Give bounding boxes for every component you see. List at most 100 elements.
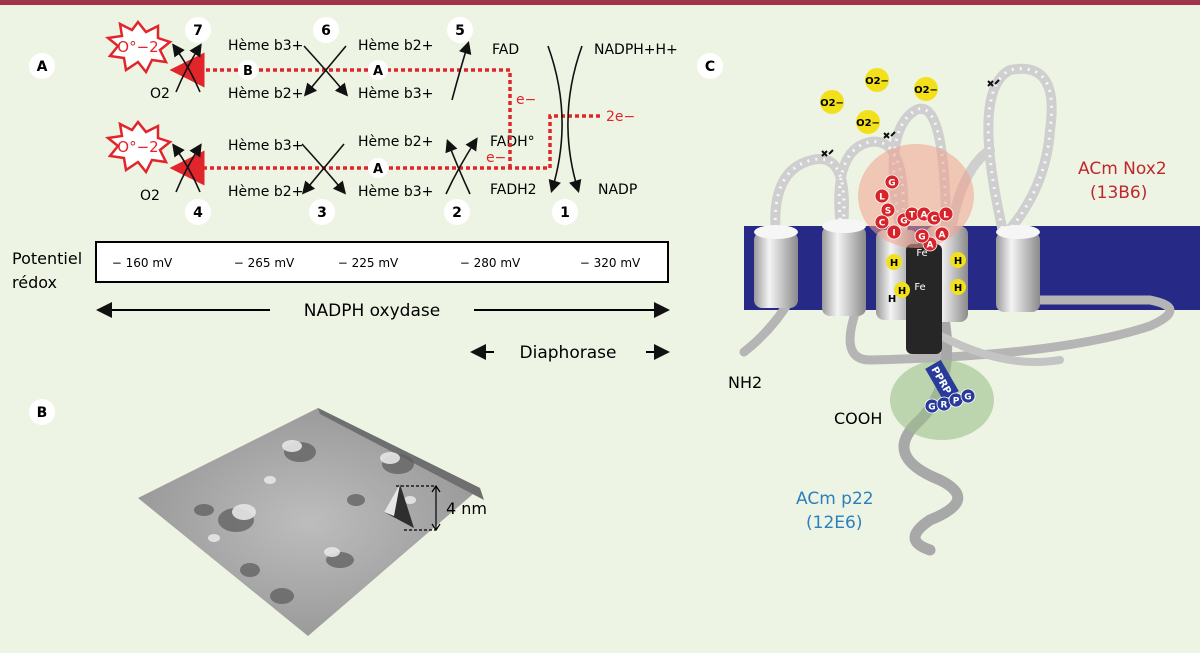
site-b-badge (238, 60, 258, 80)
nox2-epitope-residue: G (888, 179, 895, 189)
redox-value-4: − 280 mV (460, 256, 521, 270)
two-electrons: 2e− (606, 109, 635, 125)
p22-antibody-line1: ACm p22 (796, 489, 874, 509)
nox2-epitope-residue: G (900, 217, 907, 227)
panel-c-badge (697, 53, 723, 79)
redox-label-line1: Potentiel (12, 249, 82, 268)
superoxide-bubble-1: O2− (820, 98, 844, 109)
step-6-badge (313, 17, 339, 43)
heme-b2-top-left: Hème b2+ (228, 86, 303, 102)
p22-epitope-residue: R (941, 401, 948, 411)
superoxide-burst-top (104, 19, 173, 75)
nox2-epitope-residue: A (927, 241, 934, 251)
nadp-label: NADP (598, 182, 637, 198)
heme-b3-bottom-left: Hème b3+ (228, 138, 303, 154)
oxygen-top: O2 (150, 86, 170, 102)
histidine-5: H (888, 294, 896, 305)
panel-c: C (697, 53, 1200, 556)
accent-bar (0, 0, 1200, 5)
reaction-arrows (172, 40, 583, 195)
heme-b3-top-left: Hème b3+ (228, 38, 303, 54)
nox2-epitope-residue: A (939, 231, 946, 241)
panel-a-badge (29, 53, 55, 79)
panel-a: A O°−2 O°−2 7 6 5 4 3 2 1 O2 Hème b3+ (12, 17, 678, 363)
afm-image (138, 408, 484, 636)
c-terminus-label: COOH (834, 409, 882, 428)
diaphorase-label: Diaphorase (520, 343, 617, 363)
step-2-badge (444, 199, 470, 225)
nox2-epitope-bead (938, 206, 954, 222)
nox2-epitope-bead (934, 226, 950, 242)
histidine-residues (886, 252, 966, 298)
site-a-top: A (373, 64, 383, 79)
nox2-antibody-line1: ACm Nox2 (1078, 159, 1167, 179)
step-5-badge (447, 17, 473, 43)
p22-epitope-residue: G (964, 393, 971, 403)
superoxide-bubbles (820, 68, 938, 134)
oxygen-bottom: O2 (140, 188, 160, 204)
fad-label: FAD (492, 42, 519, 58)
electron-top: e− (516, 92, 536, 108)
step-2: 2 (452, 205, 462, 221)
site-a-top-badge (368, 60, 388, 80)
p22-antibody-line2: (12E6) (806, 513, 862, 533)
superoxide-burst-bottom (104, 119, 173, 175)
nox2-epitope-bead (880, 202, 896, 218)
nox2-epitope-residue: L (879, 193, 885, 203)
p22-epitope-residue: P (953, 397, 960, 407)
step-3-badge (309, 199, 335, 225)
glycan-icons (821, 79, 1000, 157)
step-6: 6 (321, 23, 331, 39)
site-b: B (243, 64, 253, 79)
nox2-epitope-residue: L (943, 211, 949, 221)
step-7-badge (185, 17, 211, 43)
redox-value-3: − 225 mV (338, 256, 399, 270)
step-3: 3 (317, 205, 327, 221)
transmembrane-helices (754, 219, 1040, 354)
nadph-label: NADPH+H+ (594, 42, 678, 58)
superoxide-bubble-2: O2− (865, 76, 889, 87)
iron-lower: Fe (914, 282, 925, 293)
panel-b: B (29, 399, 487, 636)
nox2-epitope-residue: I (892, 229, 895, 239)
step-4-badge (185, 199, 211, 225)
heme-b3-bottom-right: Hème b3+ (358, 184, 433, 200)
redox-potential-box (95, 241, 669, 283)
nox2-epitope-residue: A (921, 211, 928, 221)
height-scale-label: 4 nm (446, 499, 487, 518)
nox2-epitope-bead (884, 174, 900, 190)
nox2-epitope-bead (886, 224, 902, 240)
n-terminus-label: NH2 (728, 373, 762, 392)
redox-value-2: − 265 mV (234, 256, 295, 270)
redox-value-5: − 320 mV (580, 256, 641, 270)
histidine-4: H (954, 283, 962, 294)
panel-b-label: B (37, 405, 48, 421)
panel-b-badge (29, 399, 55, 425)
step-1-badge (552, 199, 578, 225)
panel-a-label: A (37, 59, 48, 75)
fadh-radical-label: FADH° (490, 134, 535, 150)
nox2-epitope-residue: S (885, 207, 891, 217)
nox2-epitope-residue: C (879, 219, 886, 229)
superoxide-bubble-3: O2− (914, 85, 938, 96)
superoxide-label-top: O°−2 (117, 38, 158, 56)
superoxide-label-bottom: O°−2 (117, 138, 158, 156)
panel-c-label: C (705, 59, 715, 75)
heme-b3-top-right: Hème b3+ (358, 86, 433, 102)
nox2-antibody-line2: (13B6) (1090, 183, 1147, 203)
nox2-epitope-residue: C (931, 215, 938, 225)
step-4: 4 (193, 205, 203, 221)
site-a-bottom-badge (368, 158, 388, 178)
heme-b2-top-right: Hème b2+ (358, 38, 433, 54)
p22-epitope-bead (960, 388, 976, 404)
histidine-1: H (890, 258, 898, 269)
nox2-epitope-bead (874, 188, 890, 204)
electron-bottom: e− (486, 150, 506, 166)
electron-path (169, 52, 600, 186)
redox-label-line2: rédox (12, 273, 57, 292)
nadph-oxidase-label: NADPH oxydase (304, 301, 440, 321)
